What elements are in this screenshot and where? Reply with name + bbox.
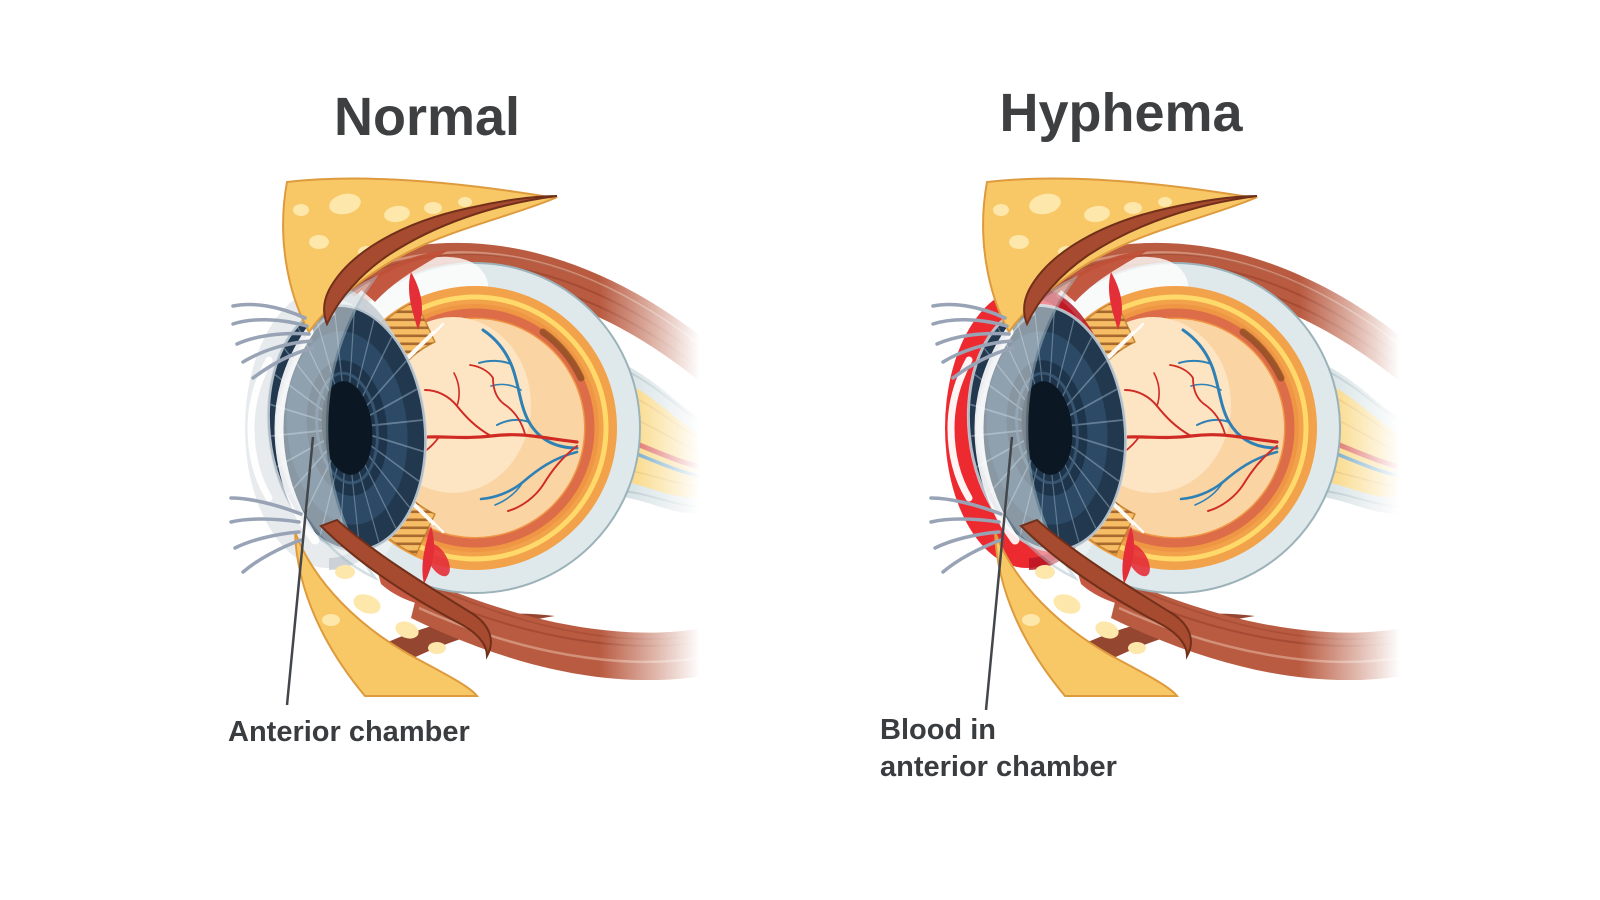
hyphema-title: Hyphema [999,83,1243,143]
blood-label-line-2: anterior chamber [880,751,1117,783]
normal-eye-illustration [225,180,705,680]
normal-title: Normal [333,87,521,147]
hyphema-eye-illustration [925,180,1405,680]
blood-in-anterior-chamber-label: Blood in anterior chamber [880,712,1117,786]
blood-label-line-1: Blood in [880,714,996,746]
anterior-chamber-label: Anterior chamber [228,714,470,751]
anterior-chamber-label-line: Anterior chamber [228,716,470,748]
